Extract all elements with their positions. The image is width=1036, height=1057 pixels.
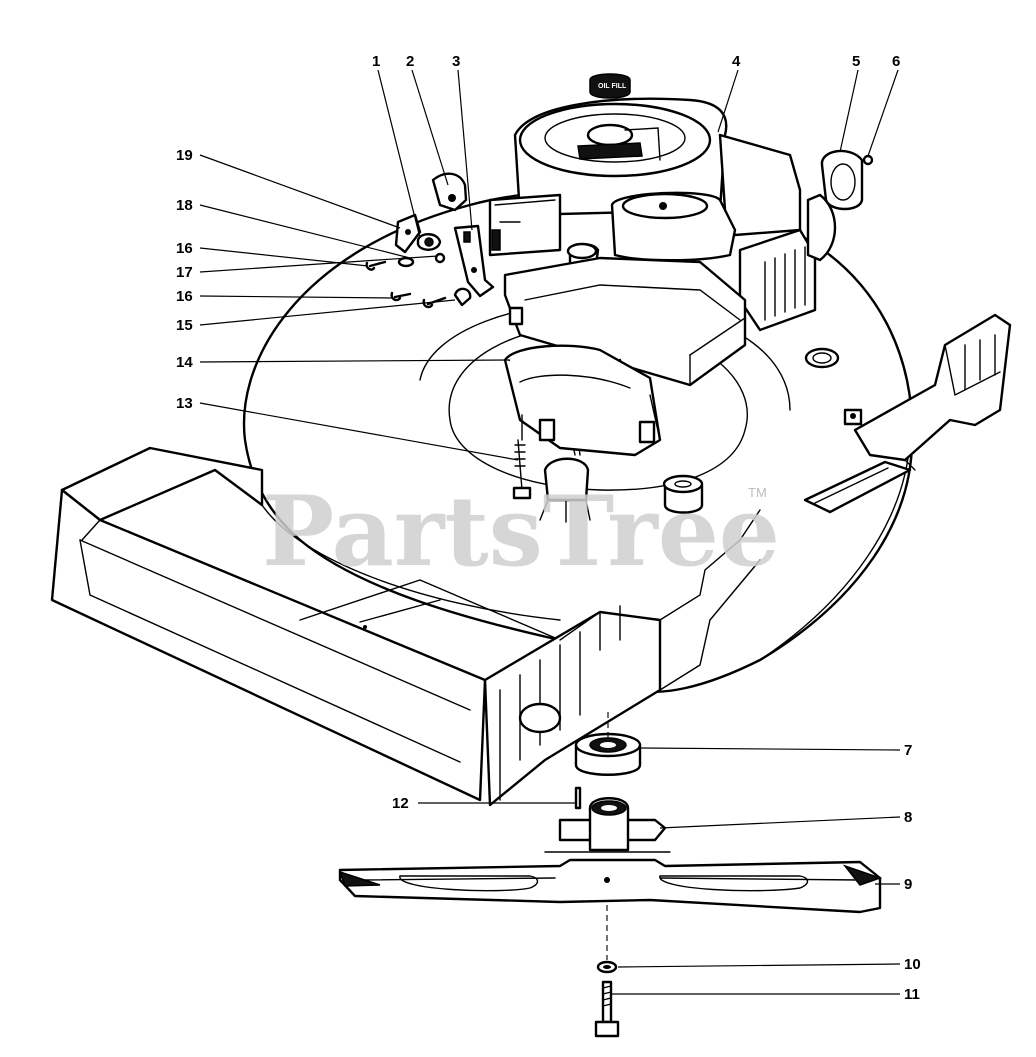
blade-assembly [338, 712, 883, 1038]
callout-1: 1 [372, 53, 380, 70]
callout-7: 7 [904, 742, 912, 759]
callout-12: 12 [392, 795, 409, 812]
callout-14: 14 [176, 354, 193, 371]
callout-2: 2 [406, 53, 414, 70]
watermark-brand: PartsTree [262, 475, 780, 588]
callout-16-lower: 16 [176, 288, 193, 305]
callout-18: 18 [176, 197, 193, 214]
callout-4: 4 [732, 53, 741, 70]
callout-10: 10 [904, 956, 921, 973]
callout-9: 9 [904, 876, 912, 893]
callout-19: 19 [176, 147, 193, 164]
watermark: PartsTree TM [262, 475, 780, 588]
throttle-linkage [365, 172, 495, 309]
callout-13: 13 [176, 395, 193, 412]
engine: OIL FILL [488, 73, 837, 396]
callout-6: 6 [892, 53, 900, 70]
callout-16-upper: 16 [176, 240, 193, 257]
callout-5: 5 [852, 53, 860, 70]
flywheel-guard [503, 344, 662, 457]
callout-3: 3 [452, 53, 460, 70]
callout-17: 17 [176, 264, 193, 281]
callout-15: 15 [176, 317, 193, 334]
callout-8: 8 [904, 809, 912, 826]
discharge-chute [50, 446, 561, 802]
wheel-bracket-right [843, 313, 1012, 471]
watermark-trademark: TM [748, 485, 767, 500]
leader-lines [199, 69, 901, 995]
callout-labels: 1 2 3 4 5 6 19 18 16 17 16 15 14 13 7 8 … [176, 53, 921, 1003]
wheel-bracket-left [483, 509, 761, 807]
callout-11: 11 [904, 986, 920, 1003]
engine-bolt [512, 439, 532, 500]
cover-plate [820, 149, 874, 211]
oil-fill-cap-text: OIL FILL [598, 83, 627, 90]
